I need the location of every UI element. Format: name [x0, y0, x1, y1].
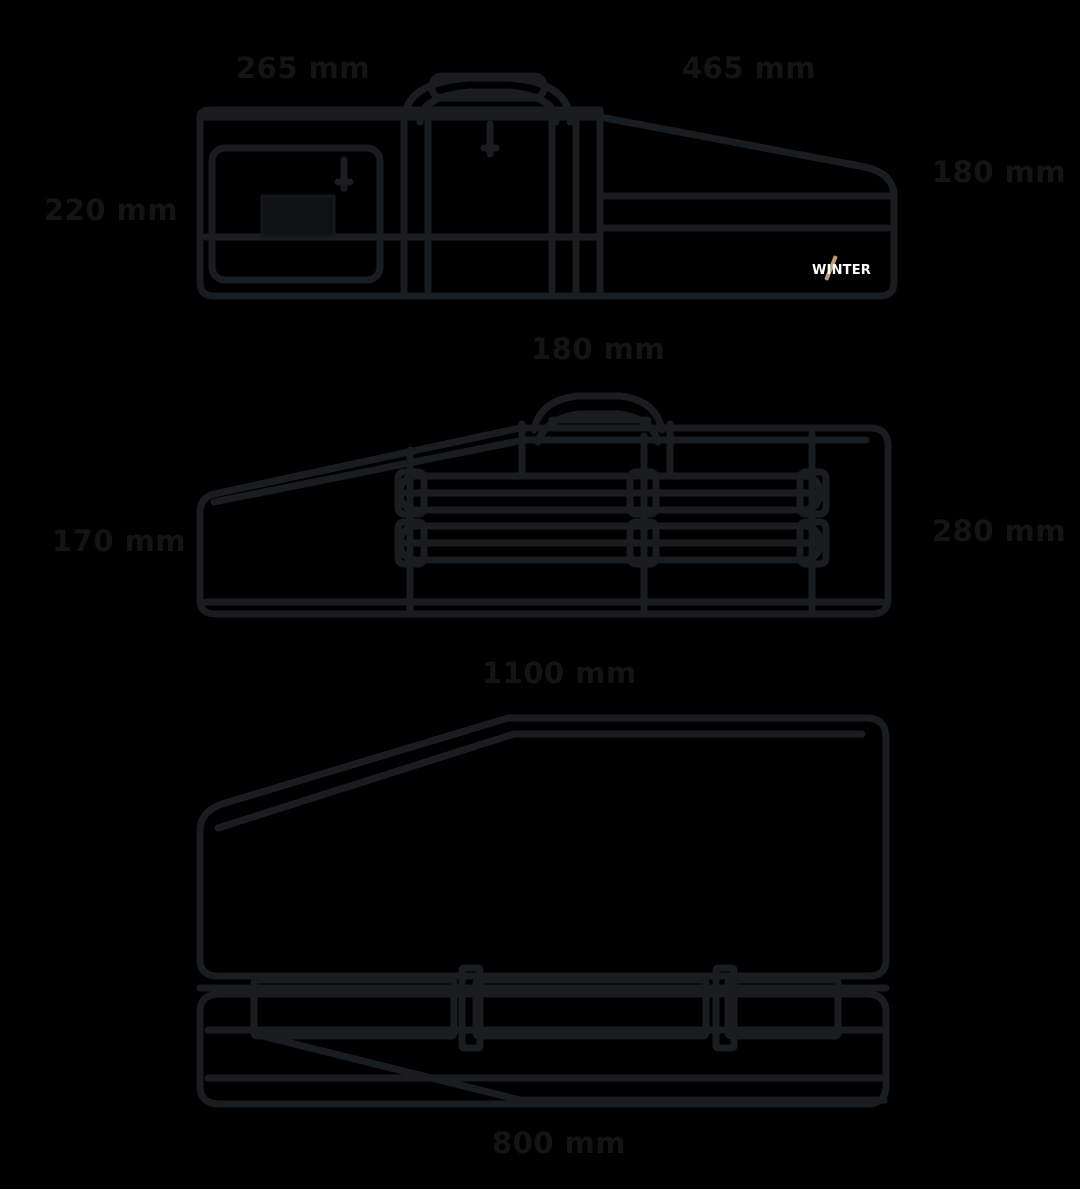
label-800mm: 800 mm [492, 1126, 627, 1160]
label-465mm: 465 mm [682, 51, 817, 85]
base-strap-left [250, 976, 458, 1040]
top-panel-inner-ridge [214, 730, 866, 832]
carry-handle-inner [416, 88, 560, 126]
bag-body-outline [196, 113, 898, 300]
label-180mm-right: 180 mm [932, 155, 1067, 189]
label-1100mm: 1100 mm [482, 656, 637, 690]
bottom-panel-outline [196, 990, 890, 1108]
side-carry-handle [530, 392, 666, 434]
label-220mm: 220 mm [44, 193, 179, 227]
pocket-zipper-pull [334, 156, 354, 192]
base-strap-mid [472, 976, 710, 1040]
top-panel-outline [196, 714, 890, 980]
pocket-patch [260, 194, 336, 238]
label-265mm: 265 mm [236, 51, 371, 85]
base-tab-left [458, 964, 484, 1052]
side-handle-body [534, 410, 662, 446]
brand-wordmark: WINTER [812, 263, 872, 278]
figure-side-view [196, 392, 892, 618]
side-body-outline [196, 424, 892, 618]
handle-wrap [428, 72, 548, 102]
base-strap-right [724, 976, 842, 1040]
bottom-taper-sweep [258, 1032, 888, 1104]
label-170mm: 170 mm [52, 524, 187, 558]
bag-left-top [196, 106, 604, 121]
figure-top-view [196, 714, 890, 1108]
bag-top-taper [596, 113, 898, 200]
label-180mm-bottom: 180 mm [531, 332, 666, 366]
base-tab-right [712, 964, 738, 1052]
front-pocket [208, 144, 384, 284]
centre-zipper-pull [480, 120, 500, 158]
label-280mm: 280 mm [932, 514, 1067, 548]
figure-front-view [196, 72, 898, 300]
